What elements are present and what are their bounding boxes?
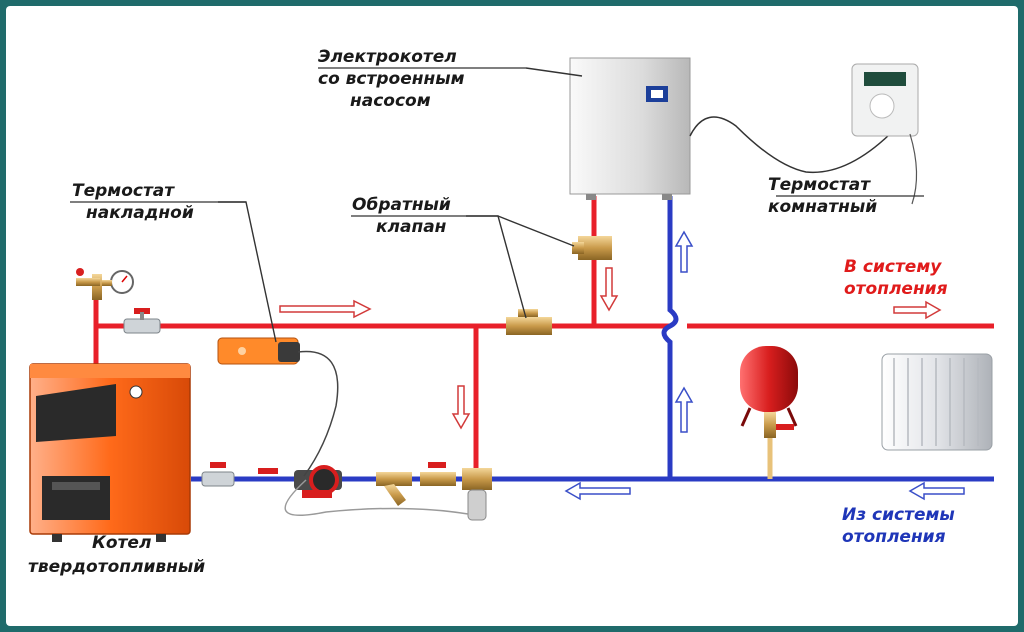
circulation-pump [294,465,342,498]
safety-group [76,268,134,300]
arrow-left-icon [908,481,965,501]
check-valve-elboiler [572,236,612,260]
arrow-down-icon [451,385,471,430]
clamp-thermostat-label: Термостат накладной [72,181,194,223]
return-ball-valve-right [420,462,456,486]
clamp-thermostat [217,337,300,365]
room-thermostat-label: Термостат комнатный [768,175,877,217]
arrow-up-icon [674,386,694,433]
expansion-tank [740,346,798,479]
return-ball-valve-left [201,462,235,487]
electric-boiler [569,57,691,200]
flow-arrows-return [564,230,965,501]
heating-diagram: Электрокотел со встроенным насосом Термо… [28,47,994,577]
to-system-label: В систему отопления [844,257,948,299]
arrow-up-icon [674,230,694,273]
strainer-filter [376,472,412,506]
check-valve-label: Обратный клапан [352,195,457,237]
three-way-valve [462,468,492,521]
arrow-left-icon [564,481,631,501]
check-valve-main [506,309,552,335]
arrow-down-icon [599,267,619,312]
electric-boiler-label: Электрокотел со встроенным насосом [318,47,470,111]
radiator [881,353,993,451]
arrow-right-icon [279,299,372,319]
arrow-right-icon [893,300,942,320]
elboiler-return-pipe [661,196,679,479]
flow-arrows [279,267,942,430]
solid-fuel-boiler [29,363,191,542]
solid-boiler-label: Котел твердотопливный [28,533,205,577]
boiler-gauge-icon [129,385,143,399]
supply-pipes [93,196,994,474]
supply-ball-valve [123,308,161,334]
from-system-label: Из системы отопления [842,505,961,547]
room-thermostat [851,63,919,137]
boiler-door-upper [36,384,116,442]
diagram-frame: Электрокотел со встроенным насосом Термо… [6,6,1018,626]
